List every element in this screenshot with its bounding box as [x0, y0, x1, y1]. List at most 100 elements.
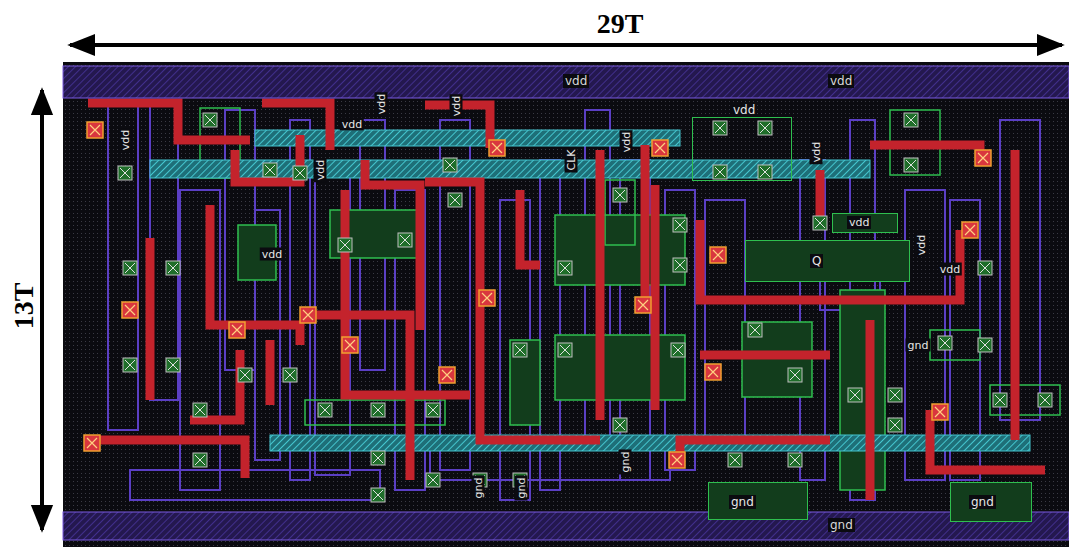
contact	[193, 403, 207, 417]
contact-cross	[906, 115, 916, 125]
metal1-wire	[866, 320, 875, 500]
via-cross	[125, 305, 135, 315]
contact-cross	[615, 190, 625, 200]
poly-outline	[705, 200, 745, 450]
height-dimension: 13T	[9, 280, 39, 333]
contact-cut	[123, 261, 137, 275]
contact	[788, 453, 802, 467]
via-cross	[708, 367, 718, 377]
contact-cross	[715, 123, 725, 133]
contact-cut	[758, 165, 772, 179]
contact	[398, 233, 412, 247]
via-cross	[345, 340, 355, 350]
via	[300, 307, 316, 323]
contact-cut	[513, 343, 527, 357]
via-cross	[935, 407, 945, 417]
net-label: gnd	[515, 476, 528, 501]
metal1-wire	[92, 440, 245, 478]
vias	[84, 122, 991, 468]
via-cut	[479, 290, 495, 306]
via-cross	[303, 310, 313, 320]
via-cross	[442, 370, 452, 380]
metal1-wire	[520, 190, 540, 265]
metal1-wire	[190, 350, 240, 420]
contact-cross	[940, 338, 950, 348]
via-cut	[975, 150, 991, 166]
contact	[938, 336, 952, 350]
contact-cross	[980, 263, 990, 273]
contact-cut	[558, 343, 572, 357]
contact-cross	[730, 455, 740, 465]
via-cross	[713, 250, 723, 260]
contact-cut	[848, 388, 862, 402]
contact-cut	[238, 368, 252, 382]
contacts	[118, 113, 1052, 502]
contact	[613, 418, 627, 432]
contact-cut	[671, 343, 685, 357]
contact	[758, 165, 772, 179]
poly-outline	[500, 200, 530, 500]
contact-cut	[758, 121, 772, 135]
contact-cross	[675, 260, 685, 270]
net-label: vdd	[314, 158, 327, 182]
metal1-wire	[345, 190, 470, 395]
via-cut	[489, 140, 505, 156]
contact-cross	[760, 167, 770, 177]
contact-cross	[373, 405, 383, 415]
net-label: vdd	[375, 92, 388, 116]
poly-outline	[290, 120, 310, 480]
contact-cross	[205, 115, 215, 125]
contact-cut	[788, 453, 802, 467]
via-cross	[90, 125, 100, 135]
via-cross	[87, 438, 97, 448]
contact-cut	[443, 158, 457, 172]
via	[229, 322, 245, 338]
poly-outline	[800, 160, 825, 480]
contact-cross	[400, 235, 410, 245]
gnd-rail-fill	[63, 512, 1069, 540]
contact-cross	[450, 195, 460, 205]
contact-cut	[318, 403, 332, 417]
contact-cut	[293, 166, 307, 180]
contact-cross	[995, 395, 1005, 405]
contact	[443, 158, 457, 172]
contact	[426, 403, 440, 417]
poly-outline	[150, 100, 178, 400]
contact-cut	[938, 336, 952, 350]
diffusion-region: vdd	[832, 213, 898, 233]
via	[122, 302, 138, 318]
via-cut	[705, 364, 721, 380]
contact	[123, 358, 137, 372]
gnd-rail: gnd	[63, 512, 1069, 540]
contact	[558, 343, 572, 357]
contact	[193, 453, 207, 467]
node-label: vdd	[731, 103, 757, 117]
node-label: gnd	[828, 518, 855, 532]
contact-cross	[195, 455, 205, 465]
via-cross	[638, 300, 648, 310]
contact-cross	[890, 420, 900, 430]
substrate-ground	[63, 62, 1069, 547]
poly-outline	[130, 470, 380, 500]
net-label: vdd	[119, 128, 132, 152]
metal1-wire	[266, 340, 275, 405]
contact-cross	[675, 220, 685, 230]
contact-cross	[850, 390, 860, 400]
via-cut	[962, 222, 978, 238]
contact	[318, 403, 332, 417]
contact-cross	[428, 405, 438, 415]
via	[84, 435, 100, 451]
contact	[283, 368, 297, 382]
contact-cross	[980, 340, 990, 350]
contact-cut	[904, 113, 918, 127]
contact-cut	[338, 238, 352, 252]
contact	[788, 368, 802, 382]
poly-outline	[1000, 120, 1040, 420]
contact-cut	[888, 388, 902, 402]
via	[439, 367, 455, 383]
via-cut	[710, 247, 726, 263]
via-cut	[669, 452, 685, 468]
via-cross	[978, 153, 988, 163]
net-label: gnd	[472, 476, 485, 501]
via	[669, 452, 685, 468]
